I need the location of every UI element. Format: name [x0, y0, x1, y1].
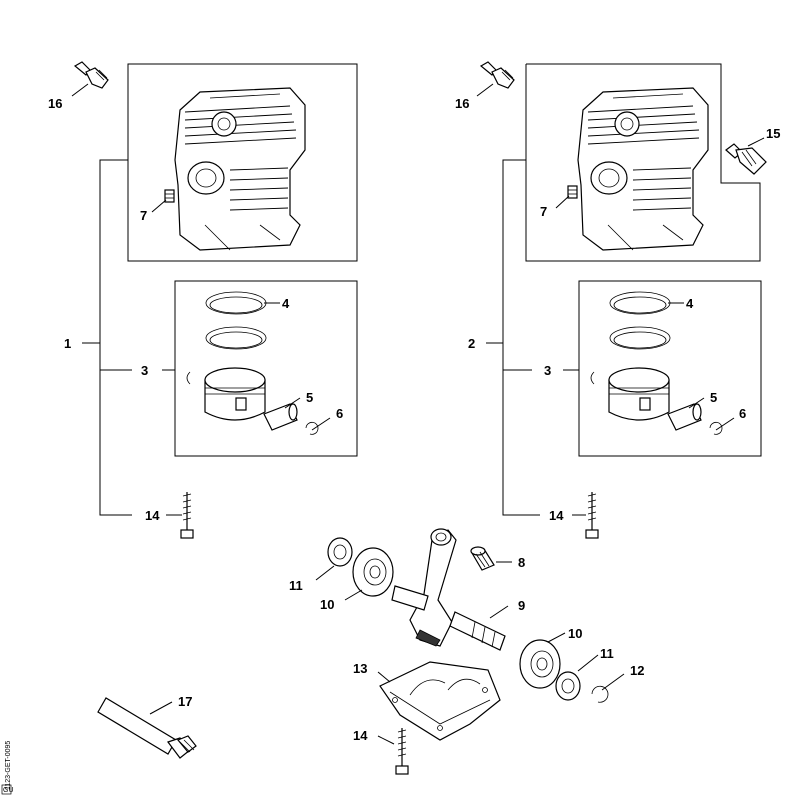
screw-left [180, 492, 194, 539]
callout-12: 12 [630, 663, 644, 678]
cylinder-box-left [127, 63, 358, 262]
oil-seal-right [555, 671, 581, 701]
circlip-12 [591, 685, 609, 703]
cylinder-right [577, 87, 709, 251]
circlip-right [709, 422, 723, 435]
callout-8: 8 [518, 555, 525, 570]
bracket-line-left [99, 159, 132, 516]
leader-10b [547, 632, 566, 643]
callout-3-left: 3 [141, 363, 148, 378]
piston-pin-left [263, 403, 298, 431]
spark-plug-left [73, 61, 109, 89]
screw-bottom [395, 728, 409, 775]
callout-9: 9 [518, 598, 525, 613]
callout-10-left: 10 [320, 597, 334, 612]
circlip-left [305, 422, 319, 435]
callout-5-left: 5 [306, 390, 313, 405]
piston-box-right [578, 280, 762, 457]
callout-4-right: 4 [686, 296, 694, 311]
leader-11b [577, 654, 599, 672]
callout-14-bottom: 14 [353, 728, 368, 743]
cylinder-left [174, 87, 306, 251]
callout-15: 15 [766, 126, 780, 141]
leader-17 [149, 701, 173, 715]
decompression-valve-15 [725, 143, 767, 175]
callout-14-right: 14 [549, 508, 564, 523]
ring-upper-right [609, 291, 671, 315]
callout-10-right: 10 [568, 626, 582, 641]
callout-7-left: 7 [140, 208, 147, 223]
leader-10a [344, 589, 363, 601]
callout-14-left: 14 [145, 508, 160, 523]
assembly-left [71, 61, 358, 539]
callout-2: 2 [468, 336, 475, 351]
corner-mark: GU [3, 787, 14, 794]
callout-3-right: 3 [544, 363, 551, 378]
callout-7-right: 7 [540, 204, 547, 219]
piston-box-left [174, 280, 358, 457]
leader-15 [747, 137, 765, 147]
callout-17: 17 [178, 694, 192, 709]
ball-bearing-right [519, 639, 561, 689]
leader-5a [284, 397, 301, 409]
leader-12 [601, 673, 625, 691]
piston-pin-right [667, 403, 702, 431]
leader-7b [555, 195, 570, 209]
ring-upper-left [205, 291, 267, 315]
callout-5-right: 5 [710, 390, 717, 405]
callout-6-left: 6 [336, 406, 343, 421]
spark-plug-right [479, 61, 515, 89]
screw-right [585, 492, 599, 539]
callout-16-left: 16 [48, 96, 62, 111]
leader-7a [151, 199, 167, 213]
leader-16a [71, 83, 89, 97]
leader-6a [311, 417, 331, 431]
callout-13: 13 [353, 661, 367, 676]
crankcase-half [379, 661, 501, 741]
callout-1: 1 [64, 336, 71, 351]
drawing-reference: 1123-GET-0095 [5, 741, 12, 790]
corner-mark-box [1, 784, 12, 795]
needle-bearing [470, 546, 495, 571]
ball-bearing-left [352, 547, 394, 597]
ring-lower-left [205, 326, 267, 350]
leader-13 [377, 671, 391, 683]
crankshaft [391, 528, 506, 651]
callout-16-right: 16 [455, 96, 469, 111]
crankshaft-assembly [315, 528, 625, 775]
piston-left [186, 367, 266, 421]
grease-tube [97, 697, 197, 759]
piston-right [590, 367, 670, 421]
leader-6b [715, 417, 735, 431]
leader-14c [377, 735, 395, 745]
callout-6-right: 6 [739, 406, 746, 421]
decompression-valve-left [164, 189, 175, 203]
ring-lower-right [609, 326, 671, 350]
bracket-line-right [502, 159, 540, 516]
cylinder-box-right [525, 63, 761, 262]
oil-seal-left [327, 537, 353, 567]
leader-5b [688, 397, 705, 409]
callout-11-right: 11 [600, 646, 614, 661]
callout-11-left: 11 [289, 578, 303, 593]
leader-16b [476, 83, 494, 97]
callout-4-left: 4 [282, 296, 290, 311]
leader-11a [315, 565, 335, 581]
assembly-right [476, 61, 767, 539]
leader-9 [489, 605, 509, 619]
decompression-valve-right [567, 185, 578, 199]
